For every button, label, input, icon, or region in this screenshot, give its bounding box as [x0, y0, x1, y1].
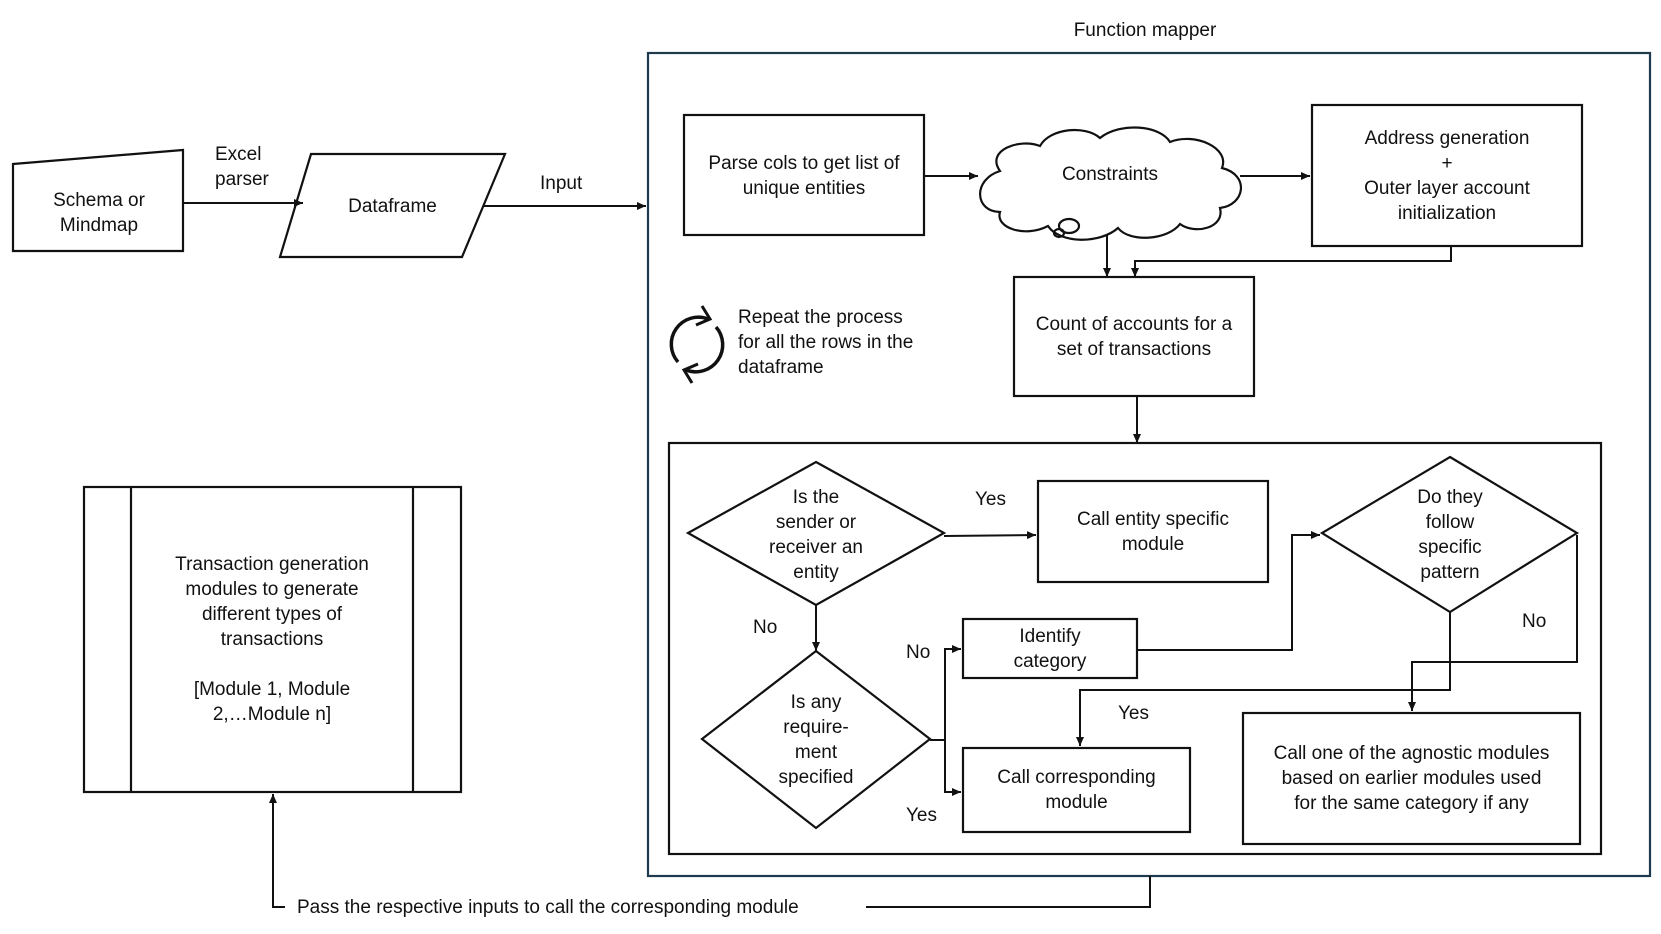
- yes-pattern-label: Yes: [1118, 703, 1149, 724]
- call-agnostic-node-shape: [1241, 711, 1582, 846]
- cloud-tail-bubble-small: [1052, 227, 1066, 239]
- function-mapper-title: Function mapper: [1073, 20, 1217, 41]
- is-entity-decision-label: Is the sender or receiver an entity: [769, 487, 863, 583]
- edge-pattern-yes: [1076, 612, 1451, 746]
- edge-entity-yes: [943, 531, 1037, 540]
- input-label: Input: [540, 173, 583, 194]
- edge-pattern-no: [1408, 535, 1578, 711]
- refresh-cycle-icon: [669, 305, 725, 384]
- identify-category-node-label: Identify category: [1013, 626, 1087, 672]
- tx-modules-node-label: Transaction generation modules to genera…: [175, 554, 369, 725]
- pass-inputs-label: Pass the respective inputs to call the c…: [297, 897, 799, 918]
- no-pattern-label: No: [1522, 611, 1547, 632]
- do-follow-decision-label: Do they follow specific pattern: [1417, 487, 1483, 583]
- repeat-process-note: Repeat the process for all the rows in t…: [738, 307, 914, 378]
- call-corresponding-node-shape: [961, 746, 1192, 834]
- address-generation-node-label: Address generation + Outer layer account…: [1364, 128, 1530, 224]
- identify-category-node-shape: [961, 617, 1139, 680]
- edge-requirement-yes: [944, 740, 961, 796]
- tx-modules-node-shape: [82, 485, 463, 794]
- dataframe-node-label: Dataframe: [348, 196, 437, 217]
- call-corresponding-node-label: Call corresponding module: [997, 767, 1156, 813]
- edge-address-to-count: [1131, 246, 1452, 277]
- call-entity-node-label: Call entity specific module: [1076, 509, 1230, 555]
- dataframe-node-shape: [278, 152, 507, 259]
- yes-requirement-label: Yes: [906, 805, 937, 826]
- address-generation-node-shape: [1310, 103, 1584, 248]
- excel-parser-label: Excel parser: [215, 144, 269, 190]
- constraints-node-label: Constraints: [1061, 164, 1159, 185]
- constraints-cloud-shape: [979, 126, 1242, 241]
- edge-identify-to-pattern: [1137, 531, 1320, 651]
- call-entity-node-shape: [1036, 479, 1270, 584]
- count-accounts-node-label: Count of accounts for a set of transacti…: [1035, 314, 1233, 360]
- schema-node-label: Schema or Mindmap: [53, 190, 145, 236]
- is-requirement-decision-shape: [700, 649, 932, 830]
- edge-pass-inputs-to-modules: [269, 794, 285, 908]
- cloud-tail-bubble-large: [1057, 217, 1081, 235]
- inner-decision-frame: [667, 441, 1603, 856]
- is-requirement-decision-label: Is any require- ment specified: [778, 692, 854, 788]
- parse-cols-node-label: Parse cols to get list of unique entitie…: [708, 153, 900, 199]
- edge-requirement-no: [930, 645, 961, 741]
- no-entity-label: No: [753, 617, 778, 638]
- schema-node-shape: [11, 148, 185, 253]
- call-agnostic-node-label: Call one of the agnostic modules based o…: [1273, 743, 1550, 814]
- yes-entity-label: Yes: [975, 489, 1006, 510]
- no-requirement-label: No: [906, 642, 931, 663]
- edge-pass-inputs: [866, 876, 1151, 908]
